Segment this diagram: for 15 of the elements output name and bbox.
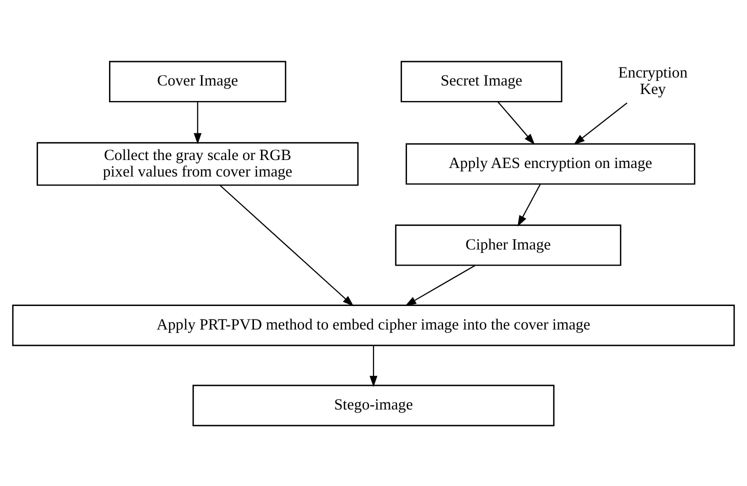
arrow <box>574 102 628 145</box>
arrow <box>220 184 354 306</box>
node-box: Apply AES encryption on image <box>406 143 696 185</box>
node-text: Encryption Key <box>618 64 688 98</box>
node-box: Secret Image <box>400 60 562 102</box>
node-box: Collect the gray scale or RGB pixel values from cover image <box>36 142 359 186</box>
arrow <box>497 101 535 145</box>
node-box: Cover Image <box>109 60 286 102</box>
node-box: Cipher Image <box>395 224 622 266</box>
arrow <box>518 184 541 227</box>
arrow <box>194 102 202 144</box>
arrow <box>370 346 378 388</box>
node-box: Apply PRT-PVD method to embed cipher image into the cover image <box>12 304 735 346</box>
arrow <box>405 264 476 306</box>
node-box: Stego-image <box>192 384 554 426</box>
